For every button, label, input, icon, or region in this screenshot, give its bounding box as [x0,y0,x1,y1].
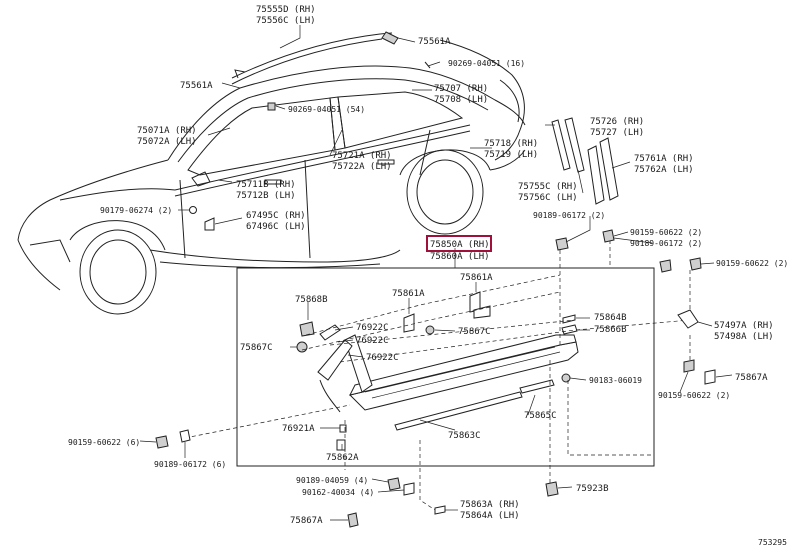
label-75756C: 75756C (LH) [518,193,578,203]
label-75072A: 75072A (LH) [137,137,197,147]
label-57497A: 57497A (RH) [714,321,774,331]
label-75868B: 75868B [295,295,328,305]
external-clips-left [139,429,458,528]
label-90189-4: 90189-04059 (4) [296,476,368,485]
rocker-panel-clips [296,291,578,451]
label-90159-2a: 90159-60622 (2) [630,228,702,237]
label-75860A: 75860A (LH) [430,252,490,262]
label-75708: 75708 (LH) [434,95,488,105]
label-75718: 75718 (RH) [484,139,538,149]
label-57498A: 57498A (LH) [714,332,774,342]
label-75864A: 75864A (LH) [460,511,520,521]
leader-lines-box [290,282,590,450]
label-90159-6: 90159-60622 (6) [68,438,140,447]
label-76921A: 76921A [282,424,315,434]
part-labels: 75555D (RH) 75556C (LH) 75561A 90269-040… [68,5,788,547]
label-75719: 75719 (LH) [484,150,538,160]
external-clips-right [545,216,733,497]
label-75762A: 75762A (LH) [634,165,694,175]
label-76922C-a: 76922C [356,323,389,333]
label-90269-54: 90269-04051 (54) [288,105,365,114]
label-75722A: 75722A (LH) [332,162,392,172]
label-67495C: 67495C (RH) [246,211,306,221]
label-90189-2a: 90189-06172 (2) [533,211,605,220]
assembly-lines [184,240,691,511]
label-90179: 90179-06274 (2) [100,206,172,215]
label-75561A-left: 75561A [180,81,213,91]
label-75862A: 75862A [326,453,359,463]
label-75861A-b: 75861A [392,289,425,299]
leader-lines-body [178,25,631,225]
label-75711B: 75711B (RH) [236,180,296,190]
label-75867A-b: 75867A [290,516,323,526]
label-75867C: 75867C [458,327,491,337]
label-75923B: 75923B [576,484,609,494]
label-75866B: 75866B [594,325,627,335]
label-75556C: 75556C (LH) [256,16,316,26]
label-75867A-r: 75867A [735,373,768,383]
label-90159-2b: 90159-60622 (2) [716,259,788,268]
label-75561A-top: 75561A [418,37,451,47]
rocker-panel-detail-box [236,267,655,467]
label-90189-2b: 90189-06172 (2) [630,239,702,248]
label-90269-16: 90269-04051 (16) [448,59,525,68]
label-75863C: 75863C [448,431,481,441]
label-75712B: 75712B (LH) [236,191,296,201]
diagram-ref-code: 753295 [758,538,787,547]
label-90189-6: 90189-06172 (6) [154,460,226,469]
label-75721A: 75721A (RH) [332,151,392,161]
label-75850A: 75850A (RH) [430,240,490,250]
label-75071A: 75071A (RH) [137,126,197,136]
label-75861A-a: 75861A [460,273,493,283]
label-90162: 90162-40034 (4) [302,488,374,497]
label-75726: 75726 (RH) [590,117,644,127]
label-75555D: 75555D (RH) [256,5,316,15]
label-75727: 75727 (LH) [590,128,644,138]
label-75761A: 75761A (RH) [634,154,694,164]
highlight-frame-75850A [426,235,492,252]
label-90159-2c: 90159-60622 (2) [658,391,730,400]
label-75707: 75707 (RH) [434,84,488,94]
label-75863A: 75863A (RH) [460,500,520,510]
roof-moulding-parts [189,31,619,231]
label-75865C: 75865C [524,411,557,421]
label-76922C-c: 76922C [366,353,399,363]
label-90183: 90183-06019 [589,376,642,385]
label-75867C-left: 75867C [240,343,273,353]
label-76922C-b: 76922C [356,336,389,346]
label-75755C: 75755C (RH) [518,182,578,192]
label-67496C: 67496C (LH) [246,222,306,232]
label-75864B: 75864B [594,313,627,323]
car-body-outline [17,32,526,315]
